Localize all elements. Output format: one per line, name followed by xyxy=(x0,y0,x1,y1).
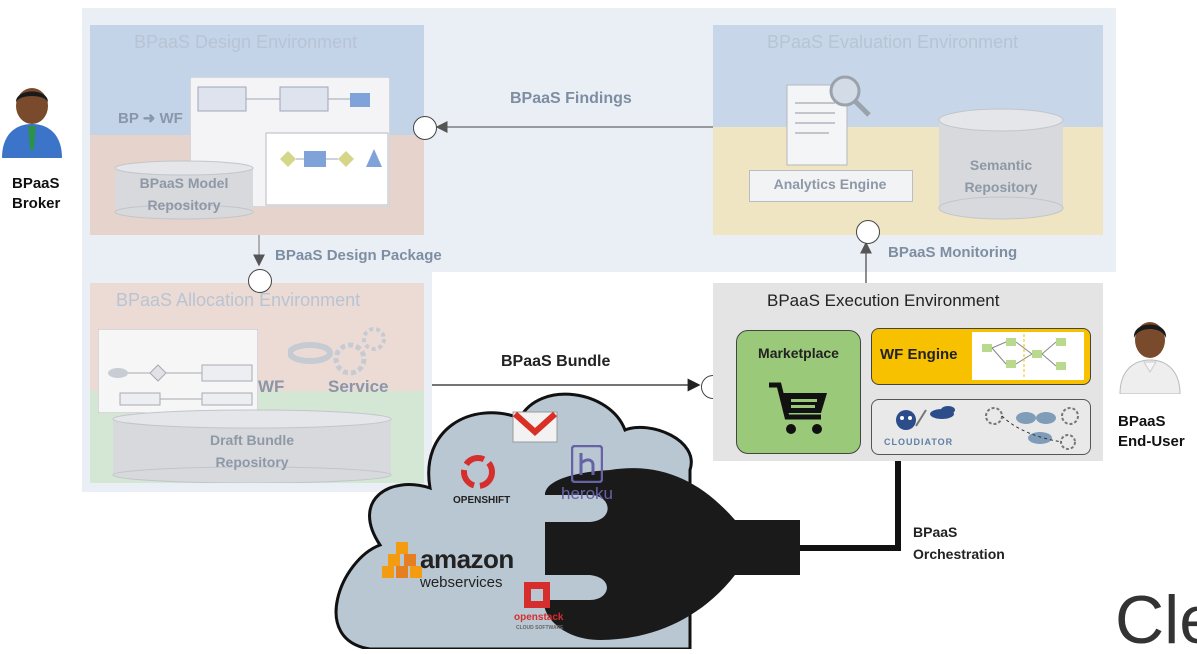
broker-avatar-icon xyxy=(2,88,62,158)
semantic-repository-label: Semantic Repository xyxy=(938,154,1064,198)
wf-engine-label: WF Engine xyxy=(880,346,958,363)
heroku-logo-icon xyxy=(571,445,603,483)
bp-label: BP xyxy=(118,110,139,127)
monitoring-label: BPaaS Monitoring xyxy=(888,244,1018,261)
model-repository-line2: Repository xyxy=(147,197,221,213)
enduser-line2: End-User xyxy=(1118,433,1185,450)
report-magnifier-icon xyxy=(786,75,871,166)
cloud-gears-icon xyxy=(985,407,1079,450)
execution-environment: BPaaS Execution Environment Marketplace … xyxy=(713,283,1103,461)
model-repository-label: BPaaS Model Repository xyxy=(114,172,254,216)
marketplace-box: Marketplace xyxy=(736,330,861,454)
model-repository-line1: BPaaS Model xyxy=(139,175,229,191)
semantic-repository-line1: Semantic xyxy=(969,157,1033,173)
orchestration-line1: BPaaS xyxy=(913,524,958,540)
bpmn-diagram-thumbnail xyxy=(190,77,390,207)
semantic-repository-cylinder xyxy=(938,108,1064,220)
wf-engine-diagram-thumbnail xyxy=(972,332,1084,380)
bundle-label: BPaaS Bundle xyxy=(501,353,611,370)
heroku-logo-label: heroku xyxy=(561,484,613,503)
draft-bundle-line2: Repository xyxy=(215,454,289,470)
execution-environment-title: BPaaS Execution Environment xyxy=(767,291,1000,310)
marketplace-label: Marketplace xyxy=(758,345,839,361)
design-environment-title: BPaaS Design Environment xyxy=(134,32,358,52)
draft-bundle-repository-cylinder xyxy=(112,409,392,483)
wf-label: WF xyxy=(159,110,183,127)
orchestration-line2: Orchestration xyxy=(913,546,1005,562)
broker-label: BPaaS Broker xyxy=(12,174,60,214)
allocation-environment-title: BPaaS Allocation Environment xyxy=(116,290,361,310)
service-gears-icon xyxy=(288,327,386,376)
enduser-label: BPaaS End-User xyxy=(1118,412,1185,452)
openstack-logo-icon xyxy=(524,582,550,608)
wf-engine-box: WF Engine xyxy=(871,328,1091,385)
allocation-wf-label: WF xyxy=(258,377,285,396)
design-package-connector-circle xyxy=(248,269,272,293)
draft-bundle-line1: Draft Bundle xyxy=(210,432,294,448)
amazon-cubes-icon xyxy=(382,542,422,578)
enduser-avatar-icon xyxy=(1119,322,1181,394)
evaluation-environment-title: BPaaS Evaluation Environment xyxy=(767,32,1019,52)
gmail-logo-icon xyxy=(512,411,558,443)
findings-label: BPaaS Findings xyxy=(510,90,632,107)
webservices-logo-label: webservices xyxy=(420,574,503,591)
orchestration-label: BPaaS Orchestration xyxy=(913,521,1005,565)
broker-line2: Broker xyxy=(12,195,61,212)
orchestration-line xyxy=(800,460,901,551)
enduser-line1: BPaaS xyxy=(1118,413,1166,430)
evaluation-environment: BPaaS Evaluation Environment Analytics E… xyxy=(713,25,1103,235)
findings-connector-circle xyxy=(413,116,437,140)
corner-partial-text: Cle xyxy=(1115,586,1197,654)
openshift-logo-icon xyxy=(461,455,495,489)
bp-to-wf-label: BP ➜ WF xyxy=(118,109,183,127)
plug-body xyxy=(544,468,800,640)
design-environment: BPaaS Design Environment BP ➜ WF BPaaS M… xyxy=(90,25,424,235)
cloudiator-box: CLOUDIATOR xyxy=(871,399,1091,455)
semantic-repository-line2: Repository xyxy=(964,179,1038,195)
cloudiator-label: CLOUDIATOR xyxy=(884,437,954,447)
allocation-environment: BPaaS Allocation Environment WF Service … xyxy=(90,283,424,483)
allocation-service-label: Service xyxy=(328,377,389,396)
evaluation-top-band xyxy=(713,25,1103,127)
analytics-engine-box xyxy=(749,170,913,202)
model-repository-cylinder xyxy=(114,160,254,220)
amazon-logo-label: amazon xyxy=(420,544,514,574)
openstack-sub-label: CLOUD SOFTWARE xyxy=(516,625,564,631)
arrow-right-icon: ➜ xyxy=(142,110,156,127)
monitoring-connector-circle xyxy=(856,220,880,244)
openshift-logo-label: OPENSHIFT xyxy=(453,495,511,506)
cloudiator-mascot-icon xyxy=(896,406,955,430)
shopping-cart-icon xyxy=(769,382,827,434)
design-package-label: BPaaS Design Package xyxy=(275,247,442,264)
workflow-diagram-thumbnail xyxy=(98,329,258,413)
analytics-engine-label: Analytics Engine xyxy=(773,176,887,192)
openstack-logo-label: openstack xyxy=(514,612,564,623)
draft-bundle-repository-label: Draft Bundle Repository xyxy=(112,429,392,473)
broker-line1: BPaaS xyxy=(12,175,60,192)
